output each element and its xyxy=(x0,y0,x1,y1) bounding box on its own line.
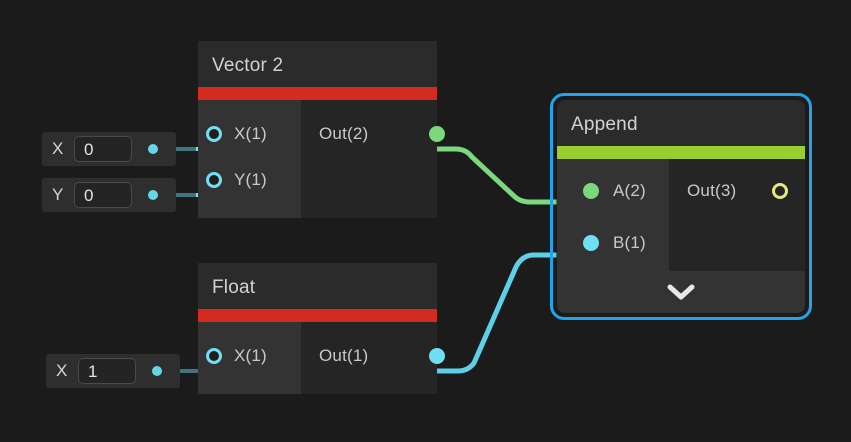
port-vector2-in-x-label: X(1) xyxy=(234,124,267,143)
widget-float-x[interactable]: X 1 xyxy=(46,354,180,388)
node-append[interactable]: Append A(2) B(1) Out(3) xyxy=(557,100,805,313)
port-row-vector2-in-x[interactable]: X(1) xyxy=(206,111,301,157)
widget-float-x-connector-dot[interactable] xyxy=(152,366,162,376)
widget-float-x-label: X xyxy=(56,361,68,380)
port-row-vector2-out[interactable]: Out(2) xyxy=(319,111,445,157)
node-vector2-title: Vector 2 xyxy=(212,55,284,76)
port-vector2-out[interactable] xyxy=(429,126,445,142)
port-row-append-in-b[interactable]: B(1) xyxy=(573,217,669,269)
widget-vector2-y-label: Y xyxy=(52,185,64,204)
port-append-in-a[interactable] xyxy=(583,183,599,199)
port-vector2-in-y-label: Y(1) xyxy=(234,170,267,189)
port-row-vector2-in-y[interactable]: Y(1) xyxy=(206,157,301,203)
widget-vector2-x-label: X xyxy=(52,139,64,158)
port-float-out[interactable] xyxy=(429,348,445,364)
node-float-title: Float xyxy=(212,277,256,298)
port-vector2-in-y[interactable] xyxy=(206,172,222,188)
node-append-title: Append xyxy=(571,114,638,135)
port-float-in-x-label: X(1) xyxy=(234,346,267,365)
widget-vector2-y-value[interactable]: 0 xyxy=(74,182,132,208)
port-vector2-out-label: Out(2) xyxy=(319,124,369,143)
node-vector2[interactable]: Vector 2 X(1) Y(1) Out(2) xyxy=(198,41,445,218)
port-row-append-out[interactable]: Out(3) xyxy=(687,165,805,217)
chevron-down-icon[interactable] xyxy=(666,283,696,301)
widget-float-x-value[interactable]: 1 xyxy=(78,358,136,384)
node-vector2-accent-bar xyxy=(198,87,437,100)
port-append-in-a-label: A(2) xyxy=(613,181,646,200)
port-append-in-b[interactable] xyxy=(583,235,599,251)
node-float[interactable]: Float X(1) Out(1) xyxy=(198,263,445,394)
port-append-in-b-label: B(1) xyxy=(613,233,646,252)
widget-vector2-x-connector-dot[interactable] xyxy=(148,144,158,154)
port-row-float-out[interactable]: Out(1) xyxy=(319,333,445,379)
widget-vector2-y-connector-dot[interactable] xyxy=(148,190,158,200)
node-append-accent-bar xyxy=(557,146,805,159)
widget-vector2-y[interactable]: Y 0 xyxy=(42,178,176,212)
port-append-out[interactable] xyxy=(772,183,788,199)
port-float-in-x[interactable] xyxy=(206,348,222,364)
widget-vector2-x[interactable]: X 0 xyxy=(42,132,176,166)
node-append-collapse-bar[interactable] xyxy=(557,271,805,313)
port-float-out-label: Out(1) xyxy=(319,346,369,365)
port-append-out-label: Out(3) xyxy=(687,181,737,200)
port-vector2-in-x[interactable] xyxy=(206,126,222,142)
port-row-append-in-a[interactable]: A(2) xyxy=(573,165,669,217)
port-row-float-in-x[interactable]: X(1) xyxy=(206,333,301,379)
node-float-accent-bar xyxy=(198,309,437,322)
widget-vector2-x-value[interactable]: 0 xyxy=(74,136,132,162)
